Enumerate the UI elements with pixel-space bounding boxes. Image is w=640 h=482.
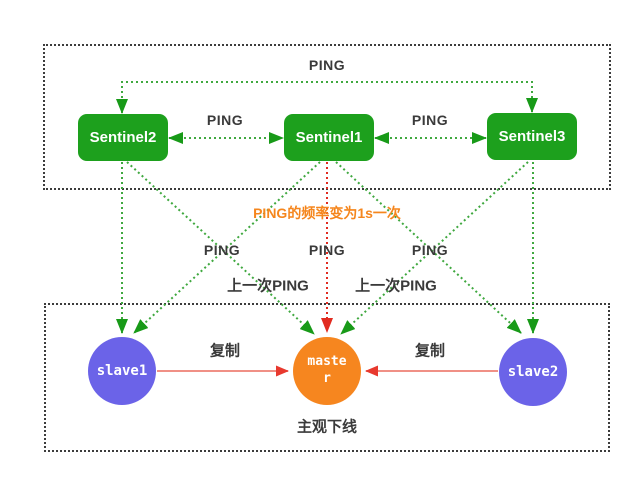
sentinel1-node: Sentinel1 xyxy=(284,114,374,161)
master-node: master xyxy=(293,337,361,405)
sentinel2-node: Sentinel2 xyxy=(78,114,168,161)
ping-label-mid-center: PING xyxy=(308,242,346,258)
ping-label-mid-right: PING xyxy=(411,242,449,258)
ping-label-top: PING xyxy=(308,57,346,73)
ping-label-mid-left: PING xyxy=(203,242,241,258)
ping-line-sentinel3-master xyxy=(340,161,529,335)
replicate-label-right: 复制 xyxy=(414,342,446,360)
ping-line-top xyxy=(116,81,538,114)
ping-line-sentinel1-slave1 xyxy=(133,161,321,334)
replicate-label-left: 复制 xyxy=(209,342,241,360)
last-ping-label-left: 上一次PING xyxy=(227,277,309,295)
ping-line-sentinel2-master xyxy=(126,161,315,335)
last-ping-label-right: 上一次PING xyxy=(355,277,437,295)
sentinel3-node: Sentinel3 xyxy=(487,113,577,160)
ping-label-s2-s1: PING xyxy=(206,112,244,128)
slave2-node: slave2 xyxy=(499,338,567,406)
master-node-label: master xyxy=(307,354,347,386)
ping-frequency-note: PING的频率变为1s一次 xyxy=(253,205,401,221)
ping-label-s1-s3: PING xyxy=(411,112,449,128)
slave1-node: slave1 xyxy=(88,337,156,405)
ping-line-sentinel1-slave2 xyxy=(335,161,522,334)
status-label: 主观下线 xyxy=(296,418,358,436)
